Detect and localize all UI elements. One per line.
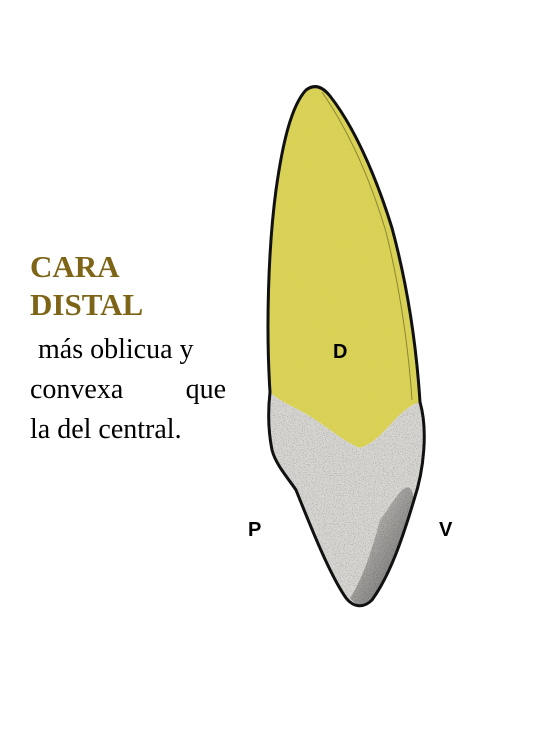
- tooth-inner-edge: [321, 91, 413, 401]
- tooth-outline: [266, 85, 426, 608]
- title-line-2: DISTAL: [30, 287, 144, 322]
- title-line-1: CARA: [30, 249, 120, 284]
- label-p: P: [248, 519, 262, 541]
- incisal-shadow: [350, 487, 414, 606]
- description-line-1: más oblicua y: [38, 334, 194, 365]
- description-word-convexa: convexa: [30, 374, 124, 405]
- description-word-que: que: [185, 374, 226, 405]
- description-line-2: convexa que: [30, 370, 226, 410]
- title-cara-distal: CARA DISTAL: [30, 248, 143, 324]
- description-line-3: la del central.: [30, 414, 182, 445]
- label-v: V: [439, 519, 453, 541]
- tooth-root-area: [268, 86, 420, 448]
- description-text: más oblicua y convexa que la del central…: [30, 330, 230, 450]
- label-d: D: [333, 341, 348, 363]
